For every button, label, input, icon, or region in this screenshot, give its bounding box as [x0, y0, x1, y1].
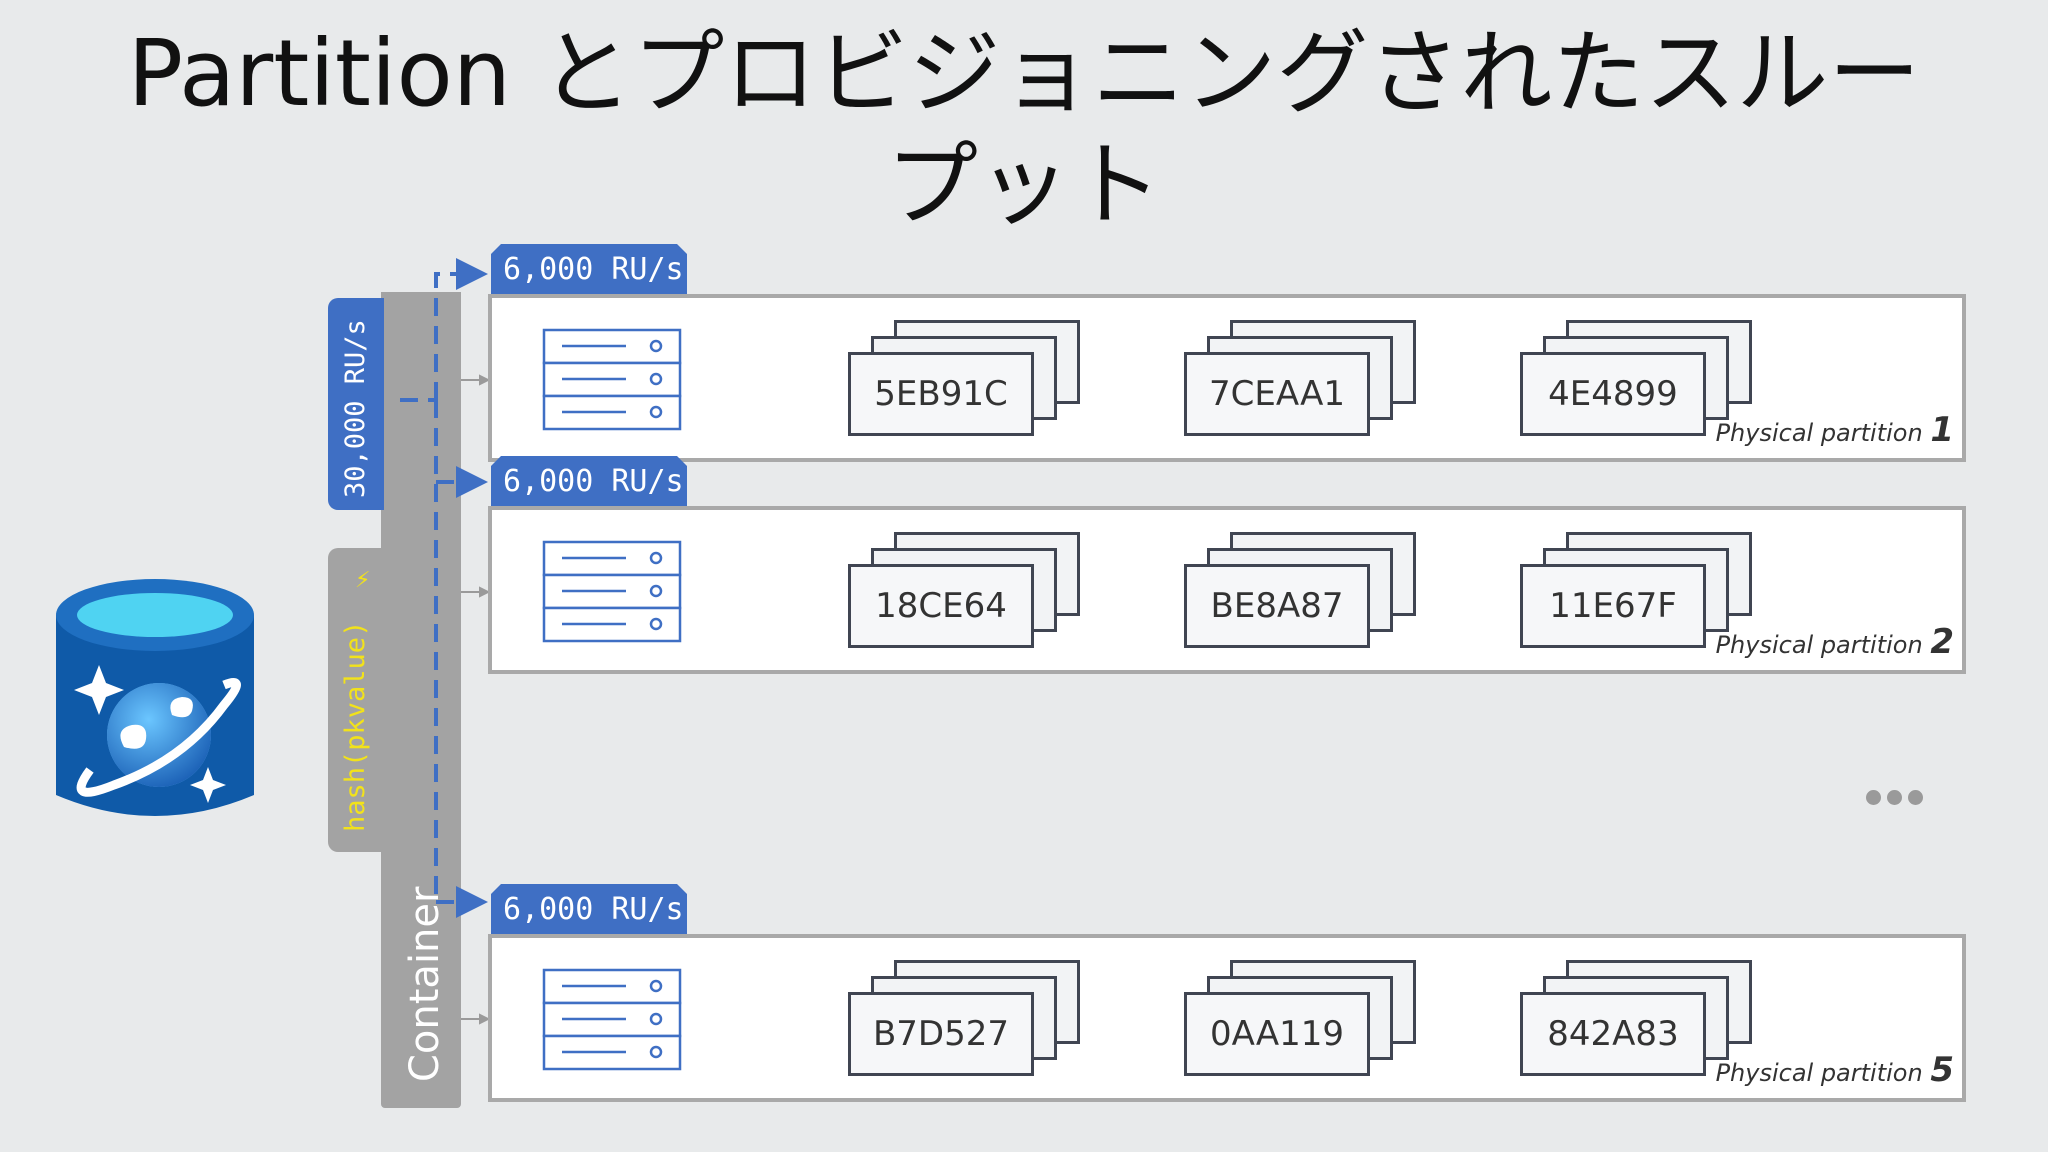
physical-partition-5: B7D527 0AA119 842A83 Physical partition …: [488, 934, 1966, 1102]
partition-key-range: BE8A87: [1184, 564, 1370, 648]
partition-key-range: 5EB91C: [848, 352, 1034, 436]
partition-5-throughput: 6,000 RU/s: [491, 884, 687, 934]
partition-key-range-stack: BE8A87: [1184, 532, 1420, 652]
title-line-2: プット: [885, 132, 1162, 239]
server-rack-icon: [542, 540, 682, 643]
partition-key-range-stack: 11E67F: [1520, 532, 1756, 652]
partition-key-range-stack: 4E4899: [1520, 320, 1756, 440]
container-throughput-tab: [328, 298, 384, 510]
partition-key-range-stack: 18CE64: [848, 532, 1084, 652]
partition-2-throughput: 6,000 RU/s: [491, 456, 687, 506]
partition-key-range: 4E4899: [1520, 352, 1706, 436]
partition-key-range-stack: 0AA119: [1184, 960, 1420, 1080]
partition-key-range: 18CE64: [848, 564, 1034, 648]
partition-label: Physical partition 1: [1715, 410, 1954, 450]
partition-key-range: 7CEAA1: [1184, 352, 1370, 436]
partition-key-range: B7D527: [848, 992, 1034, 1076]
partition-label: Physical partition 2: [1715, 622, 1954, 662]
partition-key-range: 842A83: [1520, 992, 1706, 1076]
lightning-icon: ⚡: [355, 568, 371, 593]
partition-key-range-stack: 5EB91C: [848, 320, 1084, 440]
server-rack-icon: [542, 328, 682, 431]
partition-1-throughput: 6,000 RU/s: [491, 244, 687, 294]
partition-key-range: 11E67F: [1520, 564, 1706, 648]
physical-partition-2: 18CE64 BE8A87 11E67F Physical partition …: [488, 506, 1966, 674]
partition-label: Physical partition 5: [1715, 1050, 1954, 1090]
ellipsis-icon: [1866, 790, 1929, 809]
page-title: Partition とプロビジョニングされたスルー プット: [0, 18, 2048, 242]
partition-key-range: 0AA119: [1184, 992, 1370, 1076]
container-bar: [381, 292, 461, 1108]
cosmos-db-icon: [56, 579, 254, 816]
physical-partition-1: 5EB91C 7CEAA1 4E4899 Physical partition …: [488, 294, 1966, 462]
hash-tab: [328, 548, 384, 852]
server-rack-icon: [542, 968, 682, 1071]
partition-key-range-stack: 7CEAA1: [1184, 320, 1420, 440]
partition-key-range-stack: B7D527: [848, 960, 1084, 1080]
partition-key-range-stack: 842A83: [1520, 960, 1756, 1080]
title-line-1: Partition とプロビジョニングされたスルー: [127, 20, 1921, 127]
